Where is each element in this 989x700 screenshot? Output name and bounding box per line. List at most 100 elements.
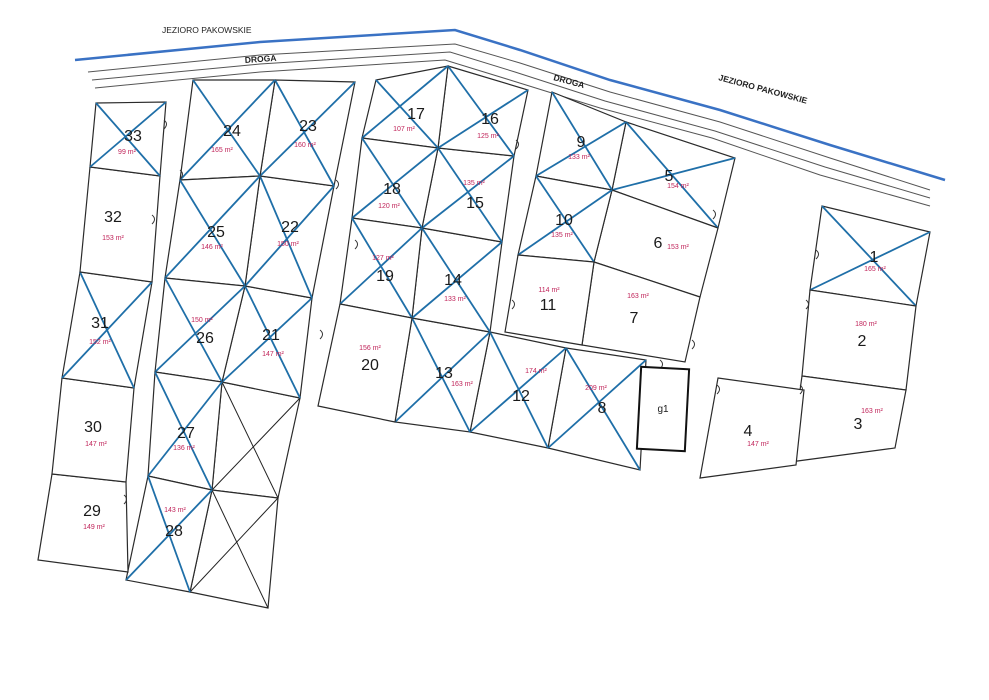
plot-area: 174 m²	[525, 368, 547, 375]
plot-23[interactable]: 23 160 m²	[259, 79, 356, 187]
plot-area: 209 m²	[585, 385, 607, 392]
door-arc	[123, 494, 127, 505]
plot-22[interactable]: 22 150 m²	[244, 175, 335, 299]
plot-area: 180 m²	[855, 321, 877, 328]
plot-number: 18	[383, 181, 401, 198]
plot-number: 19	[376, 268, 394, 285]
plot-25[interactable]: 25 146 m²	[164, 175, 261, 287]
plot-area: 147 m²	[262, 351, 284, 358]
plot-18[interactable]: 18 120 m²	[351, 137, 439, 229]
door-arc	[815, 249, 819, 260]
plot-number: 22	[281, 219, 299, 236]
plot-16[interactable]: 16 125 m²	[437, 65, 529, 157]
plot-10[interactable]: 10 135 m²	[517, 175, 613, 263]
plot-20[interactable]: 20 156 m²	[317, 303, 413, 423]
plot-number: 16	[481, 111, 499, 128]
plot-area: 153 m²	[667, 244, 689, 251]
plot-number: 1	[870, 249, 879, 266]
plot-area: 163 m²	[861, 408, 883, 415]
lake-label-right: JEZIORO PAKOWSKIE	[717, 72, 808, 105]
plot-area: 107 m²	[393, 126, 415, 133]
door-arc	[799, 384, 803, 395]
plot-outline	[504, 254, 595, 346]
plot-30[interactable]: 30 147 m²	[51, 377, 135, 483]
road-edge-outer	[87, 43, 931, 191]
plot-area: 163 m²	[451, 381, 473, 388]
plot-number: 10	[555, 212, 573, 229]
plot-area: 147 m²	[747, 441, 769, 448]
door-arc	[805, 299, 809, 310]
plot-number: 25	[207, 224, 225, 241]
plot-area: 150 m²	[191, 317, 213, 324]
plot-area: 133 m²	[444, 296, 466, 303]
plot-area: 146 m²	[201, 244, 223, 251]
door-arc	[179, 169, 183, 180]
plot-12[interactable]: 12 174 m²	[469, 331, 567, 449]
plot-area: 135 m²	[551, 232, 573, 239]
road-edge-middle	[91, 51, 931, 199]
plot-8[interactable]: 8 209 m²	[547, 347, 647, 471]
plot-outline	[699, 377, 805, 479]
plot-area: 150 m²	[277, 241, 299, 248]
door-arc	[319, 329, 323, 340]
plot-area: 152 m²	[89, 339, 111, 346]
plot-number: 27	[177, 425, 195, 442]
garage-g1[interactable]: g1	[635, 365, 691, 453]
plot-number: 6	[654, 235, 663, 252]
plot-number: 21	[262, 327, 280, 344]
plot-area: 120 m²	[378, 203, 400, 210]
plot-17[interactable]: 17 107 m²	[361, 65, 449, 149]
plot-area: 147 m²	[85, 441, 107, 448]
door-arc	[511, 299, 515, 310]
door-arc	[354, 239, 358, 250]
plot-number: 9	[577, 134, 586, 151]
plot-31[interactable]: 31 152 m²	[61, 271, 153, 389]
plot-area: 160 m²	[294, 142, 316, 149]
plot-number: 30	[84, 419, 102, 436]
plot-number: 8	[598, 400, 607, 417]
plot-number: 7	[630, 310, 639, 327]
plot-number: 17	[407, 106, 425, 123]
plot-number: 15	[466, 195, 484, 212]
plot-2[interactable]: 2 180 m²	[801, 289, 917, 391]
door-arc	[151, 214, 155, 225]
plot-number: 23	[299, 118, 317, 135]
plot-outline	[361, 65, 449, 149]
plot-number: 3	[854, 416, 863, 433]
plot-area: 99 m²	[118, 149, 137, 156]
door-arc	[163, 119, 167, 130]
plot-number: 12	[512, 388, 530, 405]
plot-number: 4	[744, 423, 753, 440]
plot-number: 26	[196, 330, 214, 347]
plot-area: 156 m²	[359, 345, 381, 352]
plot-area: 136 m²	[173, 445, 195, 452]
door-arc	[515, 139, 519, 150]
plot-area: 125 m²	[477, 133, 499, 140]
lake-label-top: JEZIORO PAKOWSKIE	[162, 25, 252, 35]
plot-27[interactable]: 27 136 m²	[147, 371, 223, 491]
plot-area: 154 m²	[667, 183, 689, 190]
plot-26[interactable]: 26 150 m²	[154, 277, 246, 383]
road-label-left: DROGA	[244, 53, 276, 65]
plot-15[interactable]: 15 135 m²	[421, 147, 515, 243]
plot-number: 31	[91, 315, 109, 332]
plot-outline	[37, 473, 129, 573]
plot-number: 20	[361, 357, 379, 374]
plot-area: 143 m²	[164, 507, 186, 514]
door-arc	[716, 384, 720, 395]
plot-number: 2	[858, 333, 867, 350]
plot-area: 135 m²	[463, 180, 485, 187]
